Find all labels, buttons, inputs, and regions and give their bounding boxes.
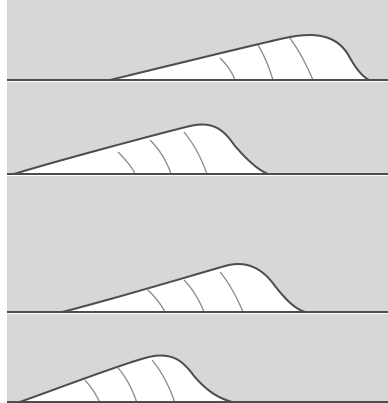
panel-1 (7, 0, 388, 80)
panel-3 (7, 176, 388, 312)
panel-4 (7, 314, 388, 403)
panel-2 (7, 82, 388, 174)
